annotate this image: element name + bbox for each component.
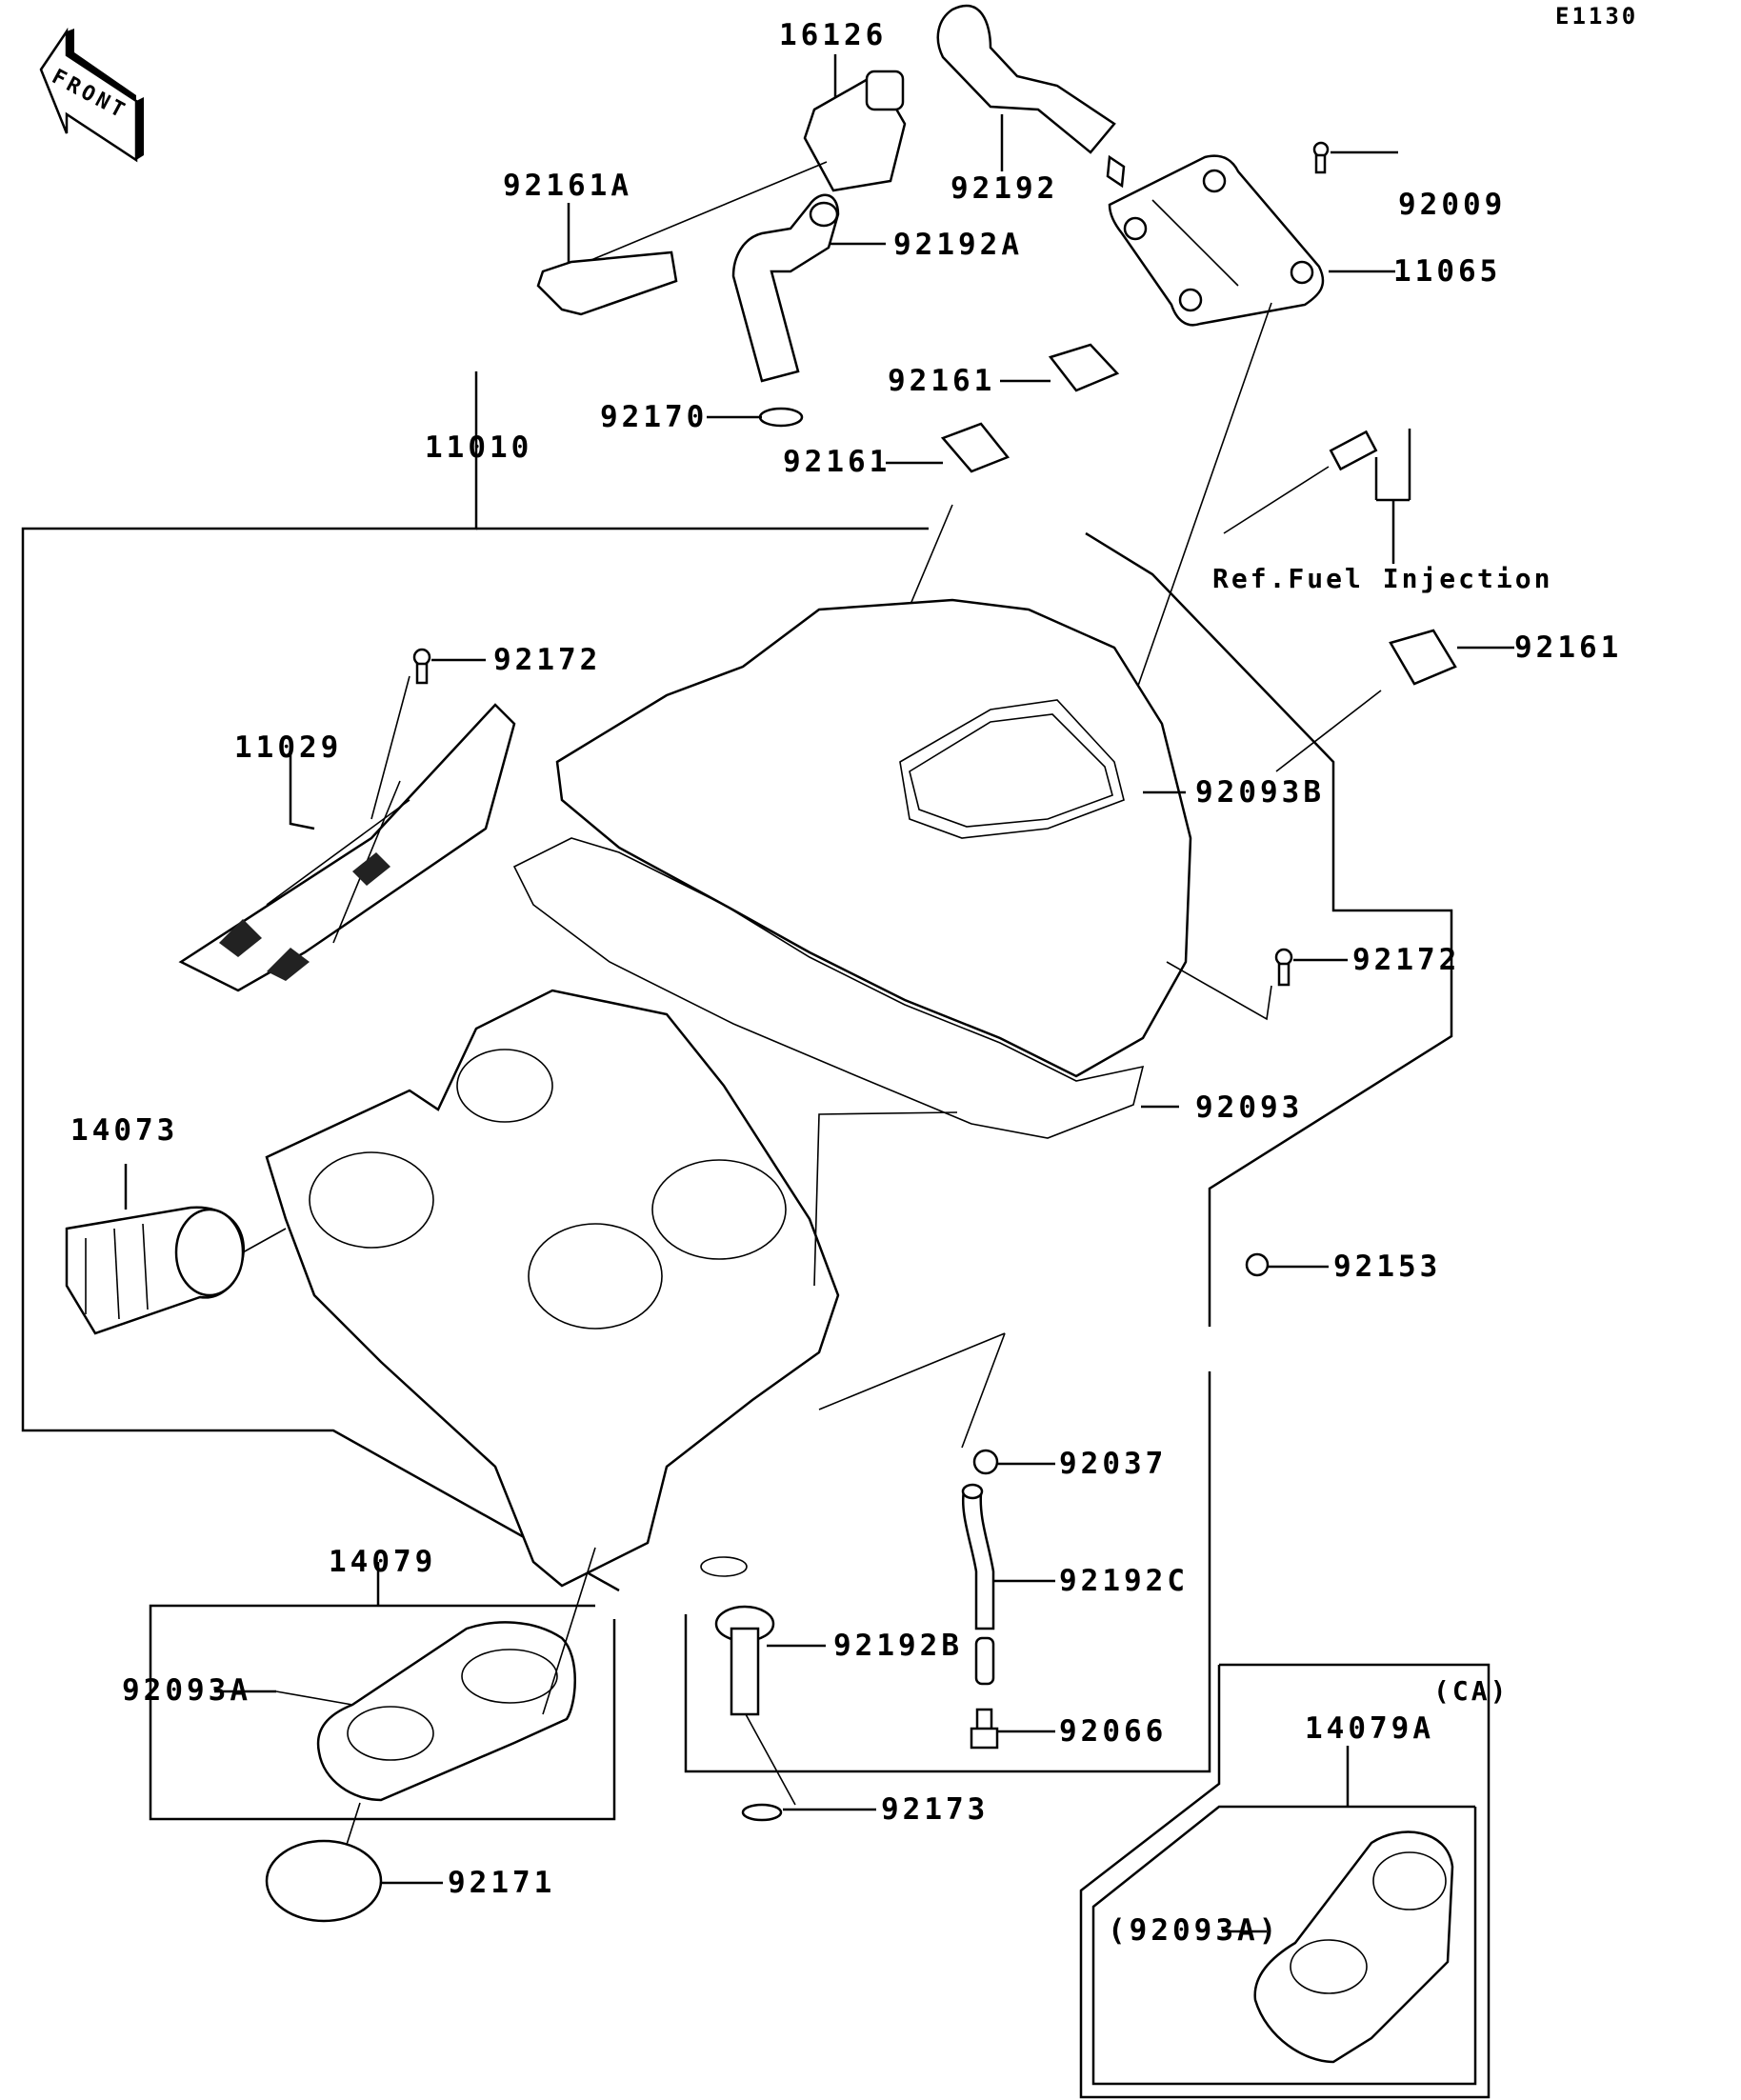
part-label-92009[interactable]: 92009	[1398, 188, 1507, 222]
plate-11065	[1106, 154, 1395, 687]
bracket-92161A	[536, 203, 678, 316]
part-label-92192B[interactable]: 92192B	[833, 1629, 963, 1663]
air-filter-11029	[178, 675, 516, 992]
part-label-11010[interactable]: 11010	[425, 430, 533, 465]
part-label-92093[interactable]: 92093	[1195, 1090, 1304, 1125]
part-label-92173[interactable]: 92173	[881, 1792, 990, 1827]
part-label-11065[interactable]: 11065	[1393, 254, 1502, 289]
front-arrow-icon	[39, 27, 144, 163]
clip-92170	[707, 407, 804, 428]
part-label-92192A[interactable]: 92192A	[893, 228, 1023, 262]
bolt-92172-a	[412, 648, 486, 685]
part-label-14079[interactable]: 14079	[329, 1545, 437, 1579]
part-label-92153[interactable]: 92153	[1333, 1250, 1442, 1284]
diagram-code: E1130	[1555, 3, 1639, 30]
part-label-92192C[interactable]: 92192C	[1059, 1564, 1189, 1598]
part-label-92093B[interactable]: 92093B	[1195, 775, 1325, 810]
hose-92192	[936, 4, 1116, 171]
part-label-92093A-ref[interactable]: (92093A)	[1108, 1913, 1281, 1948]
assembly-bracket-14079	[149, 1547, 616, 1872]
plug-92066	[970, 1708, 1055, 1750]
damper-block-92161-c	[1275, 629, 1514, 772]
assembly-bracket-11010	[21, 371, 1453, 1773]
clip-92173	[741, 1803, 876, 1822]
part-label-11029[interactable]: 11029	[234, 730, 343, 765]
damper-block-92161-a	[1000, 343, 1120, 392]
ref-fuel-injection-link[interactable]: Ref.Fuel Injection	[1212, 563, 1553, 594]
part-label-14073[interactable]: 14073	[70, 1113, 179, 1148]
grommet-92153	[1245, 1252, 1329, 1277]
ca-variant-label: (CA)	[1433, 1675, 1510, 1707]
bolt-92172-b	[1166, 948, 1348, 1021]
part-label-92170[interactable]: 92170	[600, 400, 709, 434]
part-label-92037[interactable]: 92037	[1059, 1447, 1168, 1481]
part-label-92161[interactable]: 92161	[888, 364, 996, 398]
air-switching-valve-16126	[551, 54, 907, 277]
part-label-16126[interactable]: 16126	[779, 18, 888, 52]
drain-plug-92192B	[714, 1605, 826, 1806]
damper-block-92161-b	[875, 422, 1011, 687]
part-label-92161[interactable]: 92161	[1514, 630, 1623, 665]
upper-housing	[512, 598, 1192, 1139]
hose-92192A	[731, 193, 886, 383]
clip-92037	[972, 1449, 1055, 1475]
part-label-92093A[interactable]: 92093A	[122, 1673, 251, 1708]
part-label-92161[interactable]: 92161	[783, 445, 891, 479]
part-label-92161A[interactable]: 92161A	[503, 169, 632, 203]
hose-92192C	[961, 1483, 1055, 1686]
part-label-92172[interactable]: 92172	[1352, 943, 1461, 977]
part-label-92192[interactable]: 92192	[951, 171, 1059, 206]
part-label-92172[interactable]: 92172	[493, 643, 602, 677]
part-label-92171[interactable]: 92171	[448, 1866, 556, 1900]
screw-92009	[1312, 141, 1398, 174]
lower-housing	[265, 989, 1006, 1588]
intake-duct-14073	[65, 1164, 287, 1335]
part-label-14079A[interactable]: 14079A	[1305, 1711, 1434, 1746]
assembly-bracket-14079A-ca	[1079, 1663, 1491, 2099]
hose-clamp-92171	[265, 1839, 443, 1923]
intake-air-sensor	[1223, 429, 1411, 564]
part-label-92066[interactable]: 92066	[1059, 1714, 1168, 1749]
